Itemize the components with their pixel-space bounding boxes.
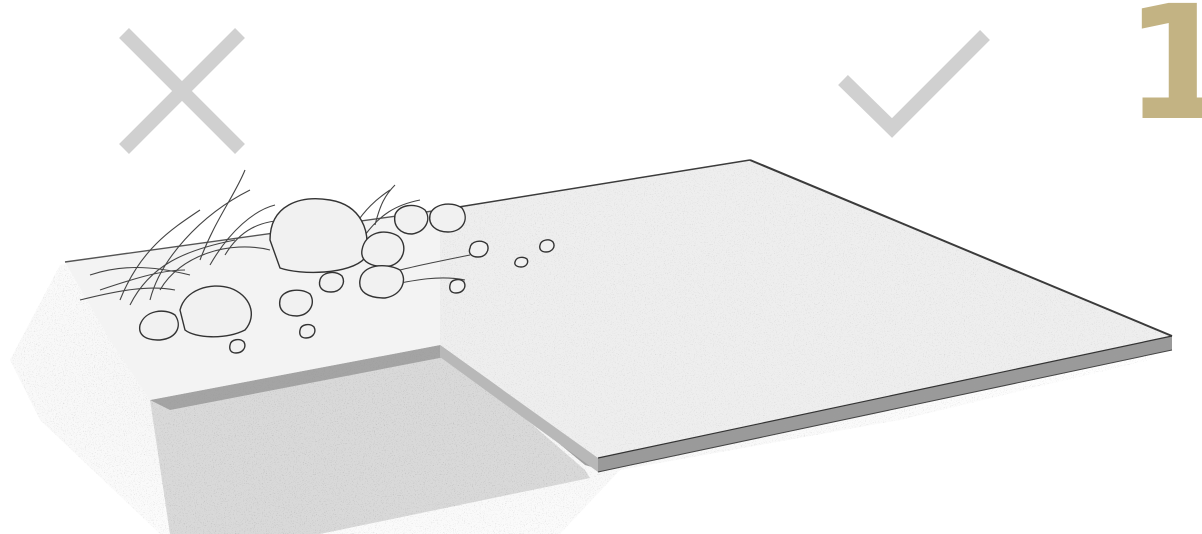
levelled-sand-bed — [440, 160, 1172, 472]
step-number: 1 — [1124, 0, 1202, 130]
cross-icon — [124, 33, 240, 149]
checkmark-icon — [843, 35, 985, 128]
